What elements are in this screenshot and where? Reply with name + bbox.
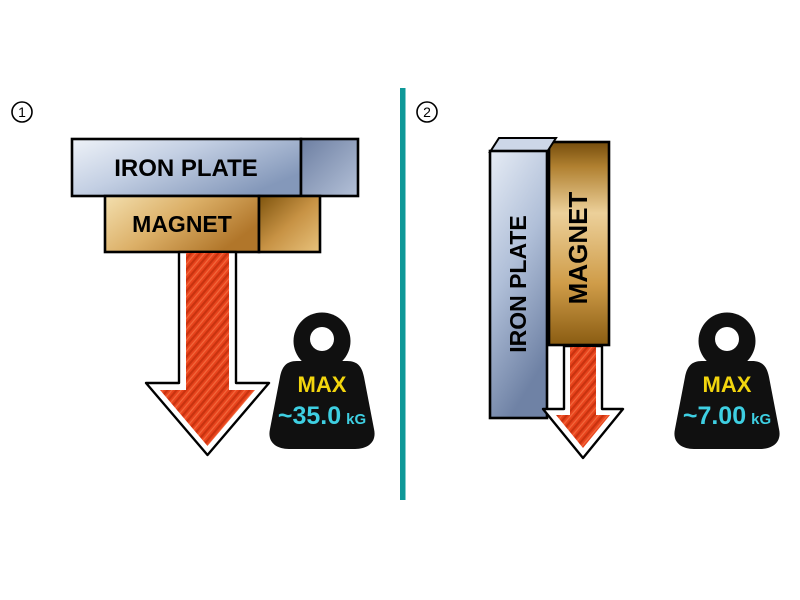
step-1-badge-number: 1 — [18, 104, 26, 120]
weight-value-line: ~35.0 kG — [278, 402, 366, 430]
magnet-side — [257, 194, 322, 254]
magnet-label: MAGNET — [132, 211, 232, 237]
step-1-badge-circle — [11, 101, 33, 123]
magnet-label: MAGNET — [563, 192, 593, 305]
weight-unit: kG — [751, 411, 771, 428]
pull-force-arrow-small — [541, 344, 625, 460]
right-panel: 2 MAGNET IRON PLATE MAX ~7.00 kG — [416, 101, 780, 460]
step-1-badge: 1 — [11, 101, 33, 123]
weight-max-label: MAX — [298, 372, 347, 397]
step-2-badge-number: 2 — [423, 104, 431, 120]
magnet-vertical — [547, 140, 611, 347]
weight-value-line: ~7.00 kG — [683, 402, 771, 430]
left-panel: 1 IRON PLATE MAGNET MAX ~35.0 kG — [11, 101, 375, 457]
iron-plate-side — [299, 137, 360, 198]
iron-plate-vertical — [488, 149, 549, 420]
step-2-badge: 2 — [416, 101, 438, 123]
weight-value: ~35.0 — [278, 402, 341, 430]
divider-line — [400, 88, 406, 500]
iron-plate-front — [70, 137, 303, 198]
step-2-badge-circle — [416, 101, 438, 123]
iron-plate-label: IRON PLATE — [114, 155, 258, 182]
weight-unit: kG — [346, 411, 366, 428]
weight-value: ~7.00 — [683, 402, 746, 430]
pull-force-arrow-large — [144, 250, 271, 457]
iron-plate-label: IRON PLATE — [505, 215, 531, 353]
magnet-front — [103, 194, 261, 254]
weight-max-label: MAX — [703, 372, 752, 397]
